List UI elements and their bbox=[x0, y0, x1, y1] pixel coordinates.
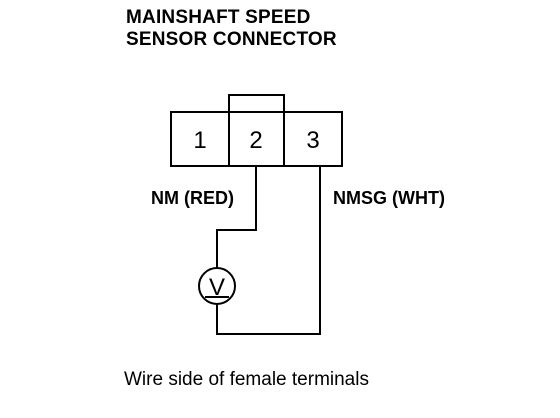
wire-nm-red bbox=[216, 166, 257, 268]
wire-label-nmsg-wht: NMSG (WHT) bbox=[333, 188, 445, 208]
terminal-3-label: 3 bbox=[306, 127, 319, 154]
terminal-2-label: 2 bbox=[249, 127, 262, 154]
connector-housing bbox=[170, 111, 343, 167]
diagram-title-line-2: SENSOR CONNECTOR bbox=[126, 29, 337, 50]
wire-label-nm-red: NM (RED) bbox=[151, 188, 234, 208]
wire-nmsg-wht bbox=[216, 166, 321, 335]
connector-lock-tab bbox=[228, 94, 285, 114]
terminal-1-label: 1 bbox=[193, 127, 206, 154]
diagram-caption: Wire side of female terminals bbox=[124, 369, 369, 390]
diagram-title-line-1: MAINSHAFT SPEED bbox=[126, 7, 311, 28]
voltmeter-symbol: V bbox=[209, 274, 225, 301]
voltmeter-icon bbox=[198, 267, 236, 305]
